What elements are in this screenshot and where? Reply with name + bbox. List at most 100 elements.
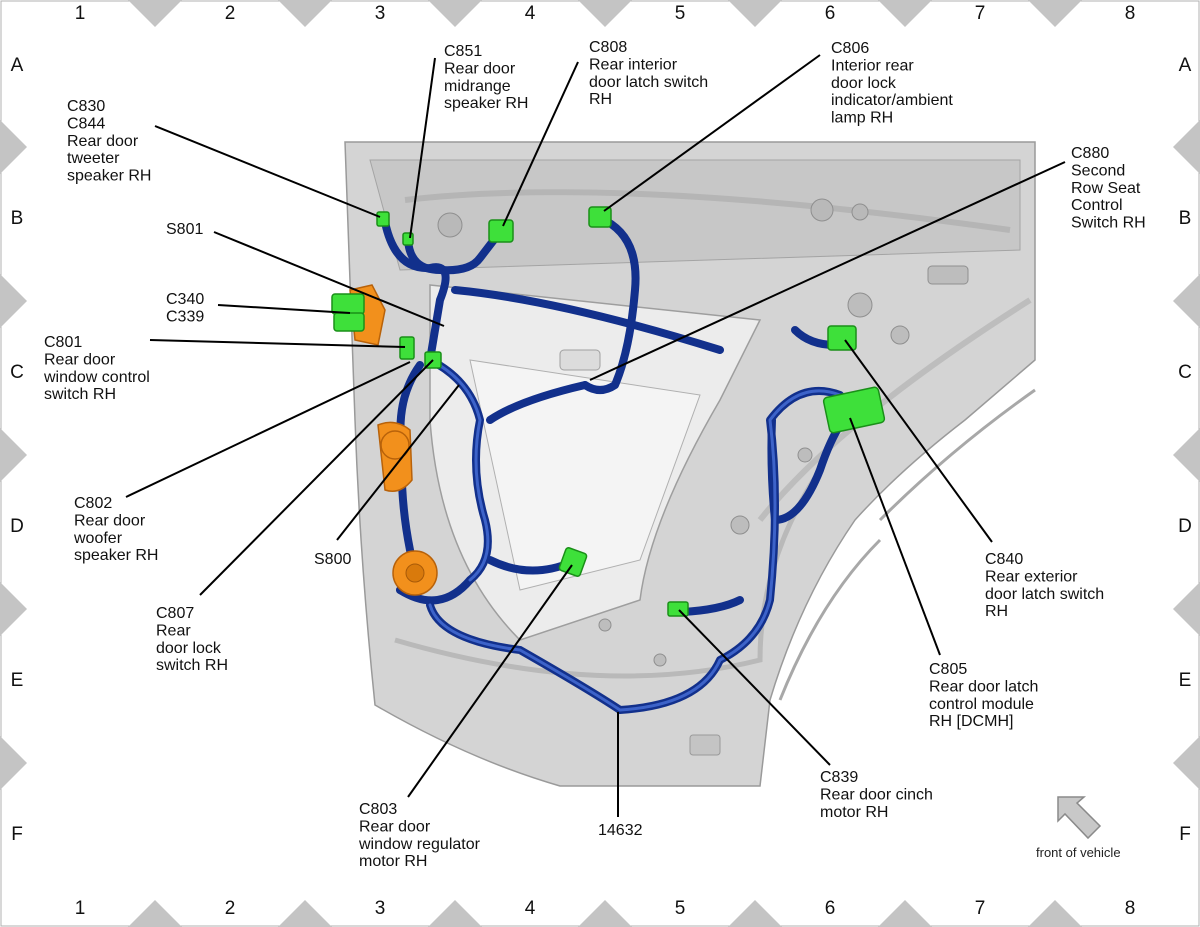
callout-line: motor RH bbox=[820, 804, 888, 821]
grid-row-left: A bbox=[11, 55, 24, 76]
front-of-vehicle-label: front of vehicle bbox=[1036, 845, 1121, 860]
connector-c801 bbox=[399, 336, 415, 360]
grid-column-bottom: 6 bbox=[825, 898, 836, 919]
grid-column-top: 8 bbox=[1125, 3, 1136, 24]
callout-line: speaker RH bbox=[444, 95, 528, 112]
grid-column-top: 3 bbox=[375, 3, 386, 24]
callout-line: door lock bbox=[831, 75, 897, 92]
grid-column-bottom: 8 bbox=[1125, 898, 1136, 919]
connector-c851 bbox=[402, 232, 414, 246]
connector-c340 bbox=[331, 293, 365, 315]
callout-line: door lock bbox=[156, 640, 222, 657]
frame-notch bbox=[728, 0, 782, 27]
grid-column-top: 6 bbox=[825, 3, 836, 24]
callout-line: switch RH bbox=[44, 386, 116, 403]
callout-line: C844 bbox=[67, 115, 105, 132]
grid-column-bottom: 5 bbox=[675, 898, 686, 919]
callout-line: S800 bbox=[314, 551, 351, 568]
frame-notch bbox=[0, 120, 27, 174]
callout-line: C807 bbox=[156, 605, 194, 622]
callout-line: woofer bbox=[73, 530, 123, 547]
callout-line: C339 bbox=[166, 308, 204, 325]
callout-line: RH [DCMH] bbox=[929, 713, 1013, 730]
callout-line: C340 bbox=[166, 291, 204, 308]
callout-line: Rear door bbox=[67, 133, 139, 150]
frame-notch bbox=[1028, 900, 1082, 927]
frame-notch bbox=[578, 0, 632, 27]
callout-line: Rear interior bbox=[589, 56, 678, 73]
grid-column-bottom: 1 bbox=[75, 898, 86, 919]
grid-column-top: 5 bbox=[675, 3, 686, 24]
callout-line: C808 bbox=[589, 39, 627, 56]
grid-row-right: F bbox=[1179, 824, 1191, 845]
frame-notch bbox=[428, 0, 482, 27]
frame-notch bbox=[0, 274, 27, 328]
callout-line: Row Seat bbox=[1071, 180, 1141, 197]
grid-row-left: D bbox=[10, 516, 24, 537]
callout-line: lamp RH bbox=[831, 110, 893, 127]
callout-line: Switch RH bbox=[1071, 215, 1146, 232]
grid-row-left: B bbox=[11, 208, 24, 229]
frame-notch bbox=[578, 900, 632, 927]
callout-line: indicator/ambient bbox=[831, 92, 953, 109]
grid-row-right: A bbox=[1179, 55, 1192, 76]
frame-notch bbox=[0, 428, 27, 482]
connector-c339 bbox=[333, 312, 365, 332]
callout-line: Rear door cinch bbox=[820, 786, 933, 803]
callout-s801: S801 bbox=[166, 221, 203, 238]
callout-line: Rear door latch bbox=[929, 678, 1038, 695]
frame-notch bbox=[428, 900, 482, 927]
callout-line: control module bbox=[929, 696, 1034, 713]
grid-column-bottom: 2 bbox=[225, 898, 236, 919]
callout-line: C803 bbox=[359, 801, 397, 818]
frame-notch bbox=[278, 900, 332, 927]
frame-notch bbox=[878, 900, 932, 927]
callout-line: Second bbox=[1071, 162, 1125, 179]
frame-notch bbox=[278, 0, 332, 27]
callout-line: C851 bbox=[444, 43, 482, 60]
callout-line: speaker RH bbox=[67, 168, 151, 185]
leader-lines bbox=[125, 54, 1066, 817]
callout-14632: 14632 bbox=[598, 822, 643, 839]
callout-line: switch RH bbox=[156, 657, 228, 674]
frame-notch bbox=[1028, 0, 1082, 27]
grid-column-top: 2 bbox=[225, 3, 236, 24]
grid-column-bottom: 7 bbox=[975, 898, 986, 919]
callout-line: S801 bbox=[166, 221, 203, 238]
callout-line: 14632 bbox=[598, 822, 643, 839]
frame-notch bbox=[878, 0, 932, 27]
callout-line: C802 bbox=[74, 495, 112, 512]
callout-line: Rear bbox=[156, 622, 191, 639]
frame-notch bbox=[0, 582, 27, 636]
grid-column-top: 7 bbox=[975, 3, 986, 24]
grid-row-right: C bbox=[1178, 362, 1192, 383]
grid-row-left: C bbox=[10, 362, 24, 383]
frame-notch bbox=[1173, 428, 1200, 482]
frame-notch bbox=[1173, 120, 1200, 174]
front-arrow-icon bbox=[1057, 796, 1102, 840]
callout-line: door latch switch bbox=[589, 74, 708, 91]
callout-line: Rear door bbox=[359, 818, 431, 835]
woofer-cone bbox=[380, 430, 410, 460]
grid-column-bottom: 3 bbox=[375, 898, 386, 919]
connector-c805 bbox=[822, 386, 886, 434]
callout-line: midrange bbox=[444, 78, 511, 95]
connector-c806 bbox=[588, 206, 612, 228]
callout-line: C830 bbox=[67, 98, 105, 115]
frame-notch bbox=[1173, 582, 1200, 636]
callout-line: C880 bbox=[1071, 145, 1109, 162]
callout-line: C806 bbox=[831, 40, 869, 57]
frame-notch bbox=[728, 900, 782, 927]
callout-line: window control bbox=[43, 369, 150, 386]
grid-column-bottom: 4 bbox=[525, 898, 536, 919]
frame-notch bbox=[1173, 274, 1200, 328]
frame-notch bbox=[1173, 736, 1200, 790]
callout-line: RH bbox=[589, 91, 612, 108]
connector-c808 bbox=[488, 219, 514, 243]
